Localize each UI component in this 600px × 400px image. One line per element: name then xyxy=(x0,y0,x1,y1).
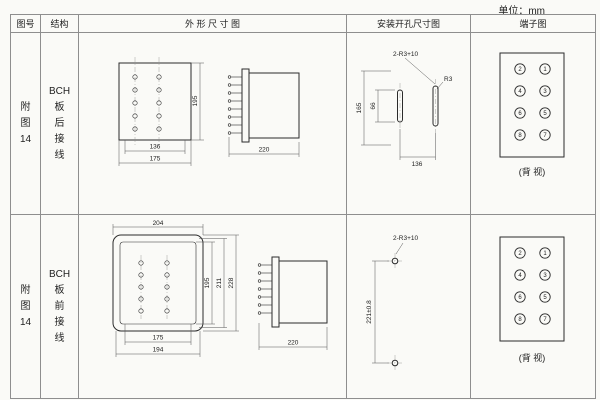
dim-w-194: 194 xyxy=(115,331,201,357)
svg-text:4: 4 xyxy=(518,273,522,279)
header-outline: 外 形 尺 寸 图 xyxy=(78,14,347,33)
svg-text:2: 2 xyxy=(518,251,522,257)
dim-depth-220: 220 xyxy=(228,137,300,157)
svg-text:1: 1 xyxy=(543,251,547,257)
install-cell-1: 2-R3+10 R3 165 xyxy=(346,32,471,215)
dim-136-install: 136 xyxy=(399,129,436,168)
svg-text:3: 3 xyxy=(543,273,547,279)
dim-text-w194: 194 xyxy=(153,347,164,354)
dim-text-165: 165 xyxy=(356,102,363,113)
svg-text:7: 7 xyxy=(543,317,547,323)
svg-text:5: 5 xyxy=(543,111,547,117)
unit-label: 单位：mm xyxy=(498,6,545,17)
svg-text:8: 8 xyxy=(518,133,522,139)
structure-cell-1: BCH 板 后 接 线 xyxy=(40,32,79,215)
svg-text:2: 2 xyxy=(518,67,522,73)
rear-view-label: (背 视) xyxy=(519,352,546,363)
row-front-wiring: 附 图 14 BCH 板 前 接 线 204 xyxy=(10,214,596,399)
dim-165: 165 xyxy=(356,70,391,146)
outline-drawing-rear: 195 136 175 xyxy=(118,57,300,166)
install-cell-2: 2-R3+10 221±0.8 xyxy=(346,214,471,399)
dim-width-175: 175 xyxy=(118,140,192,166)
dim-h-228: 228 xyxy=(203,234,239,332)
dim-depth-220: 220 xyxy=(258,323,328,350)
fig-no-cell-2: 附 图 14 xyxy=(10,214,41,399)
dim-top-204: 204 xyxy=(112,220,204,235)
install-radius-text: R3 xyxy=(444,76,453,83)
outline-drawing-front: 204 195 xyxy=(112,220,328,357)
header-structure: 结构 xyxy=(40,14,79,33)
outline-cell-2: 204 195 xyxy=(78,214,347,399)
drawing-table: 图号 结构 外 形 尺 寸 图 安装开孔尺寸图 端子图 附 图 14 BCH 板… xyxy=(10,14,596,399)
front-view xyxy=(118,57,192,146)
svg-text:4: 4 xyxy=(518,89,522,95)
terminal-circles: 2 4 6 8 1 3 5 7 xyxy=(514,63,551,141)
svg-text:5: 5 xyxy=(543,295,547,301)
svg-text:6: 6 xyxy=(518,111,522,117)
dim-text-221: 221±0.8 xyxy=(366,300,373,324)
dim-text-h211: 211 xyxy=(216,277,223,288)
side-view xyxy=(227,68,300,143)
dim-text-220: 220 xyxy=(259,147,270,154)
dim-text-136: 136 xyxy=(150,144,161,151)
dim-text-220-front: 220 xyxy=(288,340,299,347)
dim-width-136: 136 xyxy=(124,140,186,154)
install-drawing-rear: 2-R3+10 R3 165 xyxy=(356,51,453,168)
dim-text-136-install: 136 xyxy=(412,161,423,168)
dim-text-66: 66 xyxy=(370,102,377,110)
rear-view-label: (背 视) xyxy=(519,166,546,177)
dim-text-175: 175 xyxy=(150,156,161,163)
bottom-hole xyxy=(387,355,403,371)
dim-text-h228: 228 xyxy=(228,277,235,288)
dim-text-h195: 195 xyxy=(204,277,211,288)
side-view xyxy=(257,256,328,328)
svg-text:6: 6 xyxy=(518,295,522,301)
dim-h-195: 195 xyxy=(196,241,215,325)
front-view xyxy=(112,234,204,332)
install-note-text-2: 2-R3+10 xyxy=(393,235,418,242)
terminal-drawing-front: 2 4 6 8 1 3 5 7 (背 视) xyxy=(499,236,565,363)
install-note-text: 2-R3+10 xyxy=(393,51,418,58)
terminal-circles: 2 4 6 8 1 3 5 7 xyxy=(514,247,551,325)
svg-text:3: 3 xyxy=(543,89,547,95)
outline-cell-1: 195 136 175 xyxy=(78,32,347,215)
dim-h-211: 211 xyxy=(199,238,227,328)
terminal-drawing-rear: 2 4 6 8 1 3 5 7 (背 视) xyxy=(499,52,565,177)
dim-text-204: 204 xyxy=(153,220,164,227)
fig-no-cell-1: 附 图 14 xyxy=(10,32,41,215)
dim-66: 66 xyxy=(370,89,395,123)
row-rear-wiring: 附 图 14 BCH 板 后 接 线 xyxy=(10,32,596,215)
dim-221: 221±0.8 xyxy=(366,260,389,364)
terminal-cell-2: 2 4 6 8 1 3 5 7 (背 视) xyxy=(470,214,596,399)
structure-cell-2: BCH 板 前 接 线 xyxy=(40,214,79,399)
terminal-cell-1: 2 4 6 8 1 3 5 7 (背 视) xyxy=(470,32,596,215)
top-hole xyxy=(387,253,403,269)
header-fig-no: 图号 xyxy=(10,14,41,33)
header-row: 图号 结构 外 形 尺 寸 图 安装开孔尺寸图 端子图 xyxy=(10,14,596,33)
install-drawing-front: 2-R3+10 221±0.8 xyxy=(366,235,418,371)
dim-height-195: 195 xyxy=(191,62,204,141)
header-terminal: 端子图 xyxy=(470,14,596,33)
dim-w-175: 175 xyxy=(124,324,192,345)
header-install: 安装开孔尺寸图 xyxy=(346,14,471,33)
dim-text-195: 195 xyxy=(192,95,199,106)
svg-text:7: 7 xyxy=(543,133,547,139)
svg-text:1: 1 xyxy=(543,67,547,73)
mounting-slots xyxy=(397,79,439,133)
dim-text-w175: 175 xyxy=(153,335,164,342)
svg-text:8: 8 xyxy=(518,317,522,323)
